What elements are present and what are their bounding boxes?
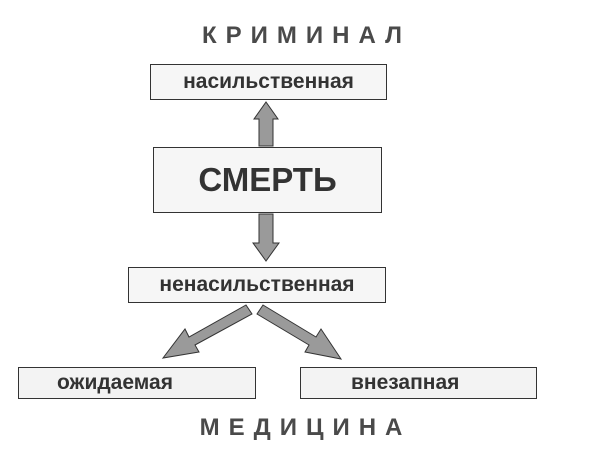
expected-death-box: ожидаемая	[18, 367, 256, 399]
death-box: СМЕРТЬ	[153, 147, 382, 213]
arrow-up-to-violent	[253, 101, 279, 147]
nonviolent-death-box: ненасильственная	[128, 267, 386, 303]
sudden-death-box: внезапная	[300, 367, 537, 399]
arrow-to-sudden	[256, 304, 343, 360]
criminal-heading: КРИМИНАЛ	[202, 22, 411, 49]
nonviolent-death-label: ненасильственная	[159, 273, 355, 296]
arrow-down-to-nonviolent	[252, 213, 280, 262]
medicine-heading: МЕДИЦИНА	[199, 414, 412, 441]
violent-death-box: насильственная	[150, 64, 387, 100]
violent-death-label: насильственная	[183, 70, 354, 93]
arrow-to-expected	[161, 304, 253, 359]
sudden-death-label: внезапная	[351, 371, 460, 394]
death-label: СМЕРТЬ	[198, 161, 337, 198]
expected-death-label: ожидаемая	[57, 371, 173, 394]
